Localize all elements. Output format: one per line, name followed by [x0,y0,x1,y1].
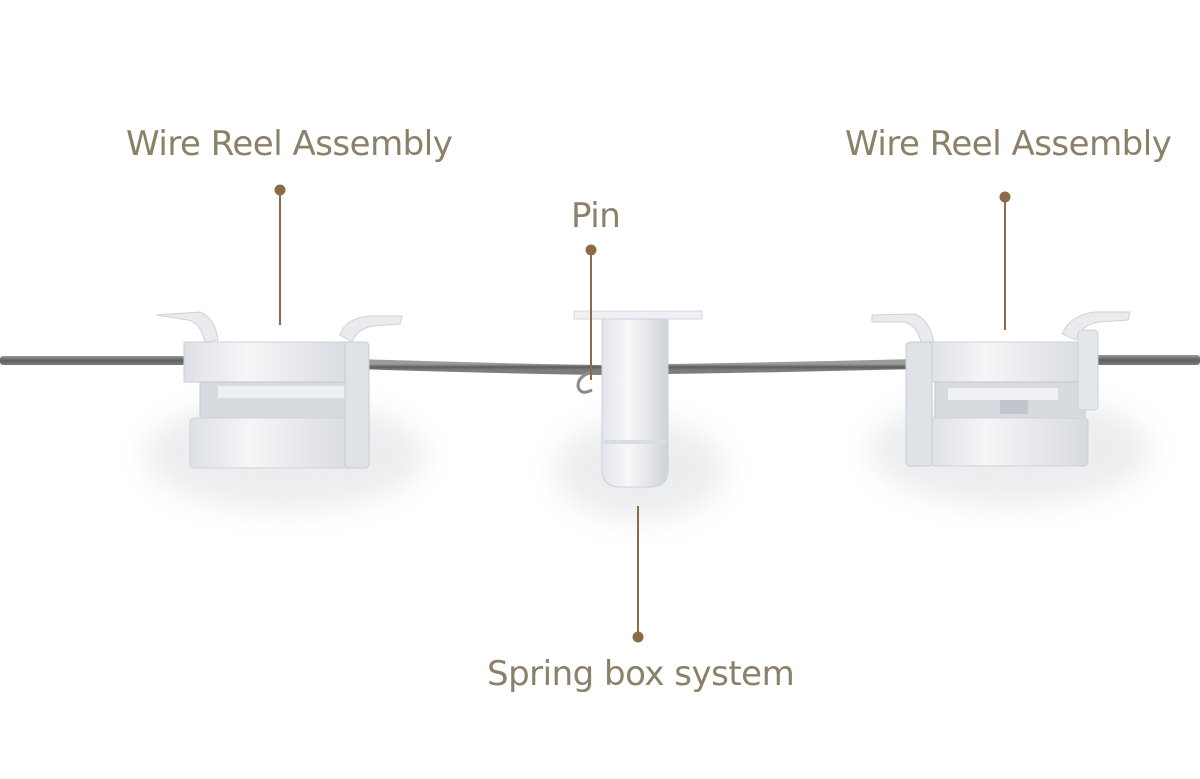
pin-leader-dot [585,244,597,256]
spring-box-leader-dot [632,631,644,643]
pin-label: Pin [571,196,621,236]
pin-clip [576,370,593,394]
right-reel-label: Wire Reel Assembly [845,124,1172,164]
left-reel-assembly [155,311,403,469]
right-reel-leader-dot [999,191,1011,203]
spring-box-label: Spring box system [487,654,795,694]
leader-lines [274,184,1011,643]
left-reel-leader-dot [274,184,286,196]
right-reel-assembly [871,311,1131,467]
left-reel-label: Wire Reel Assembly [126,124,453,164]
spring-box [573,310,703,488]
wire-rod [0,355,1200,376]
